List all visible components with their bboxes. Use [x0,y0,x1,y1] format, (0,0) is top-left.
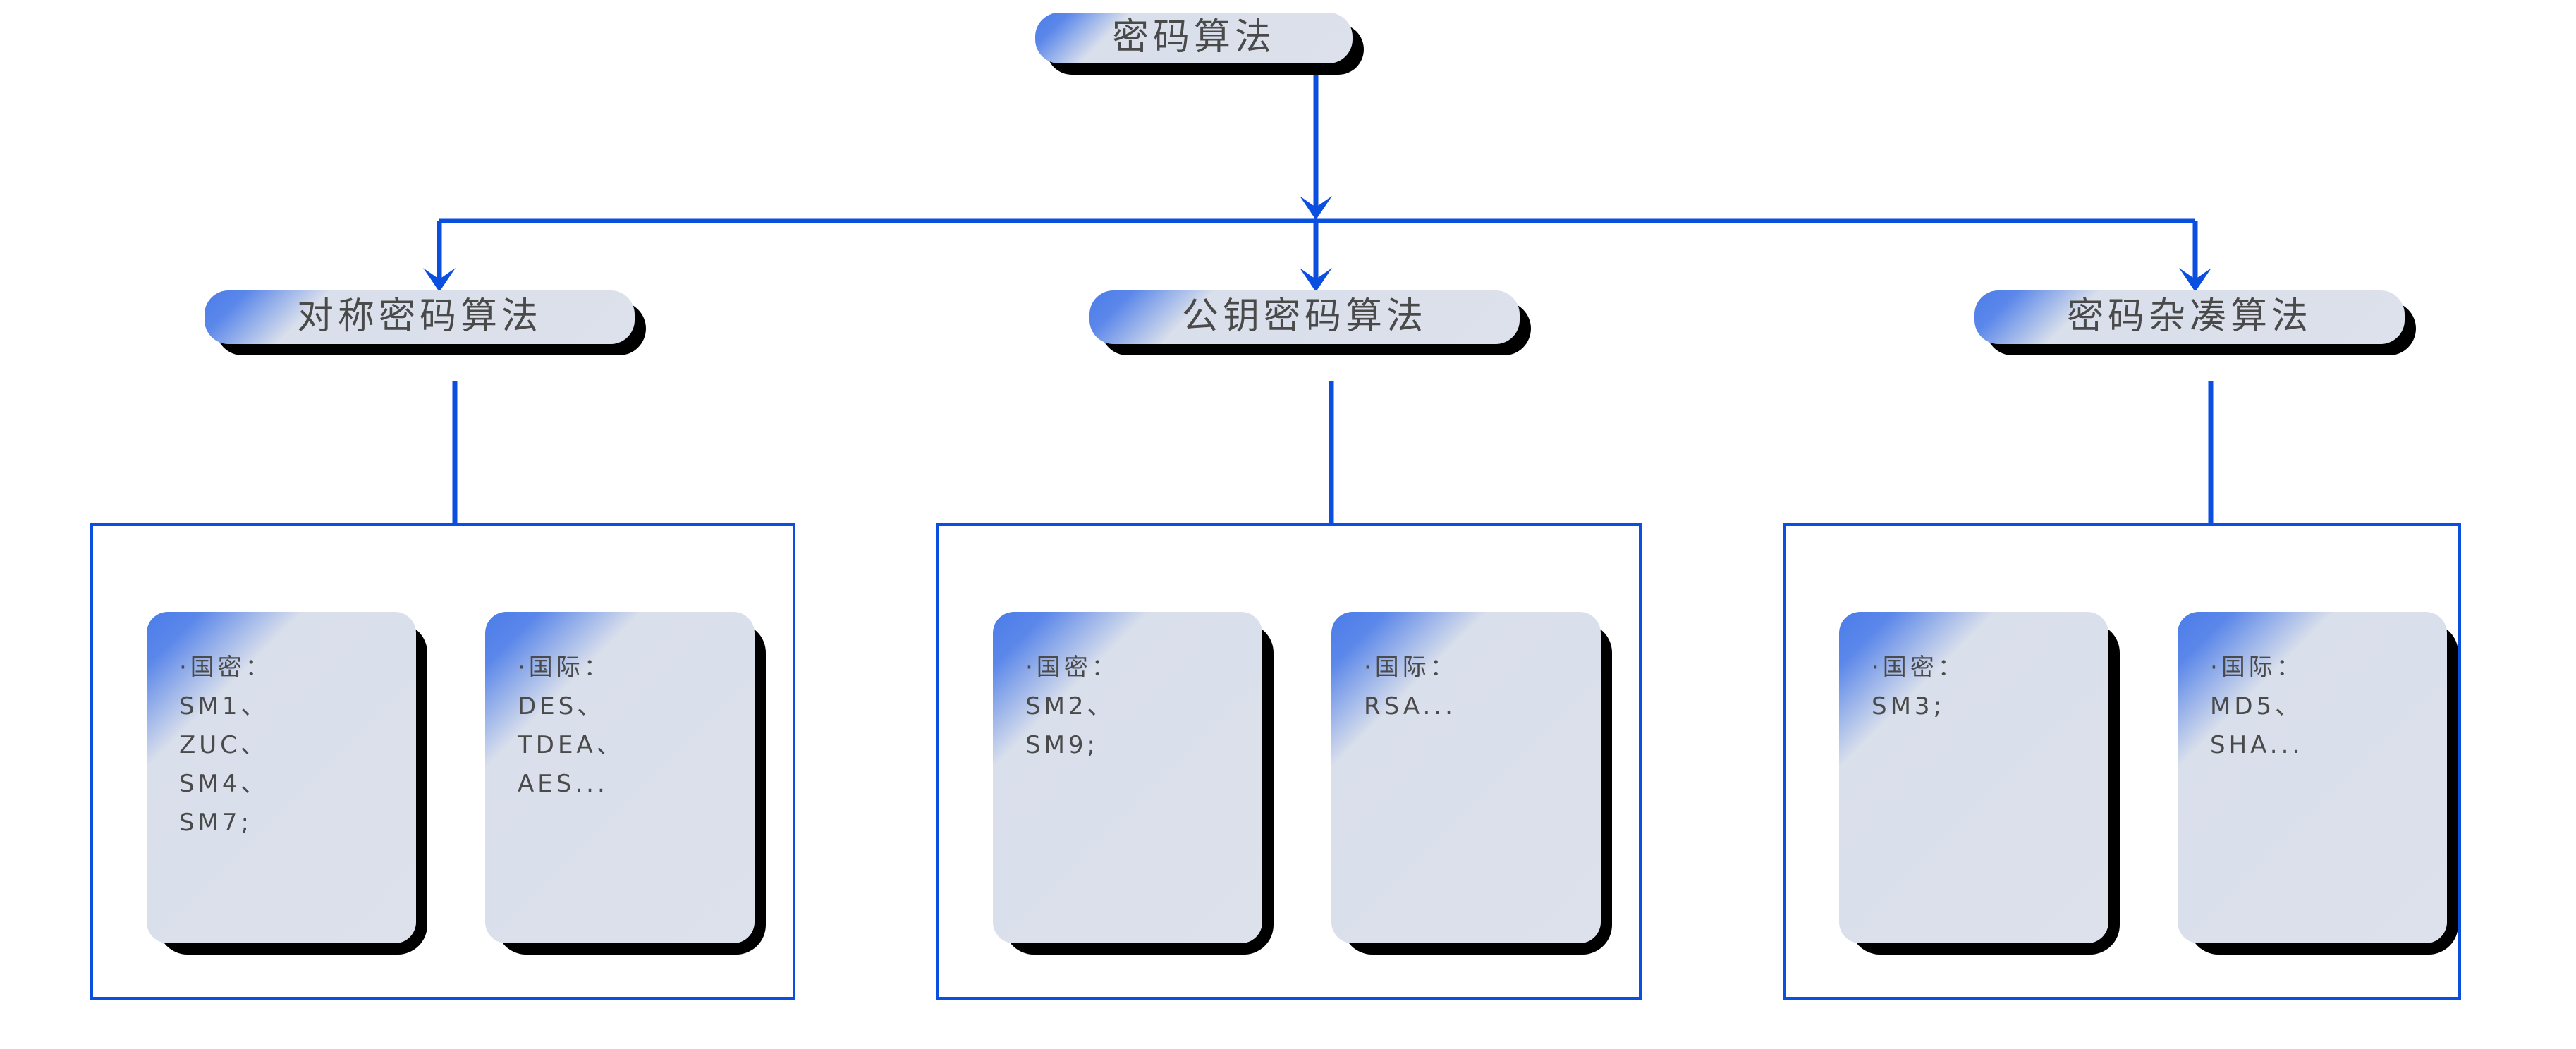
group-container-symmetric [90,523,795,1000]
node-leaf-label: ·国际： MD5、 SHA... [2210,654,2304,760]
card-face: 对称密码算法 [205,290,635,344]
node-leaf-label: ·国密： SM2、 SM9; [1025,654,1119,760]
card-face: ·国密： SM1、 ZUC、 SM4、 SM7; [147,612,416,943]
card-face: ·国密： SM2、 SM9; [993,612,1262,943]
card-face: 密码算法 [1035,13,1353,63]
group-container-publickey [936,523,1642,1000]
node-leaf-hash-international[interactable]: ·国际： MD5、 SHA... [2178,612,2458,955]
node-leaf-publickey-international[interactable]: ·国际： RSA... [1331,612,1612,955]
group-container-hash [1783,523,2461,1000]
arrowhead-branch-1 [1300,268,1332,292]
arrowhead-root [1300,196,1332,220]
node-leaf-label: ·国际： DES、 TDEA、 AES... [518,654,624,799]
card-face: ·国际： RSA... [1331,612,1601,943]
card-face: ·国密： SM3; [1839,612,2108,943]
node-branch-symmetric[interactable]: 对称密码算法 [205,290,646,355]
card-face: ·国际： DES、 TDEA、 AES... [485,612,755,943]
node-branch-label: 公钥密码算法 [1181,295,1427,338]
node-branch-publickey[interactable]: 公钥密码算法 [1089,290,1531,355]
card-face: ·国际： MD5、 SHA... [2178,612,2447,943]
node-branch-label: 密码杂凑算法 [2066,295,2312,338]
node-leaf-label: ·国际： RSA... [1364,654,1458,721]
node-root-label: 密码算法 [1111,16,1276,59]
card-face: 密码杂凑算法 [1974,290,2405,344]
card-face: 公钥密码算法 [1089,290,1520,344]
node-root[interactable]: 密码算法 [1035,13,1364,75]
arrowhead-branch-2 [2179,268,2211,292]
node-branch-hash[interactable]: 密码杂凑算法 [1974,290,2416,355]
node-branch-label: 对称密码算法 [296,295,542,338]
node-leaf-hash-domestic[interactable]: ·国密： SM3; [1839,612,2120,955]
node-leaf-label: ·国密： SM1、 ZUC、 SM4、 SM7; [179,654,273,838]
node-leaf-label: ·国密： SM3; [1872,654,1965,721]
node-leaf-symmetric-domestic[interactable]: ·国密： SM1、 ZUC、 SM4、 SM7; [147,612,427,955]
node-leaf-symmetric-international[interactable]: ·国际： DES、 TDEA、 AES... [485,612,766,955]
arrowhead-branch-0 [423,268,456,292]
node-leaf-publickey-domestic[interactable]: ·国密： SM2、 SM9; [993,612,1274,955]
